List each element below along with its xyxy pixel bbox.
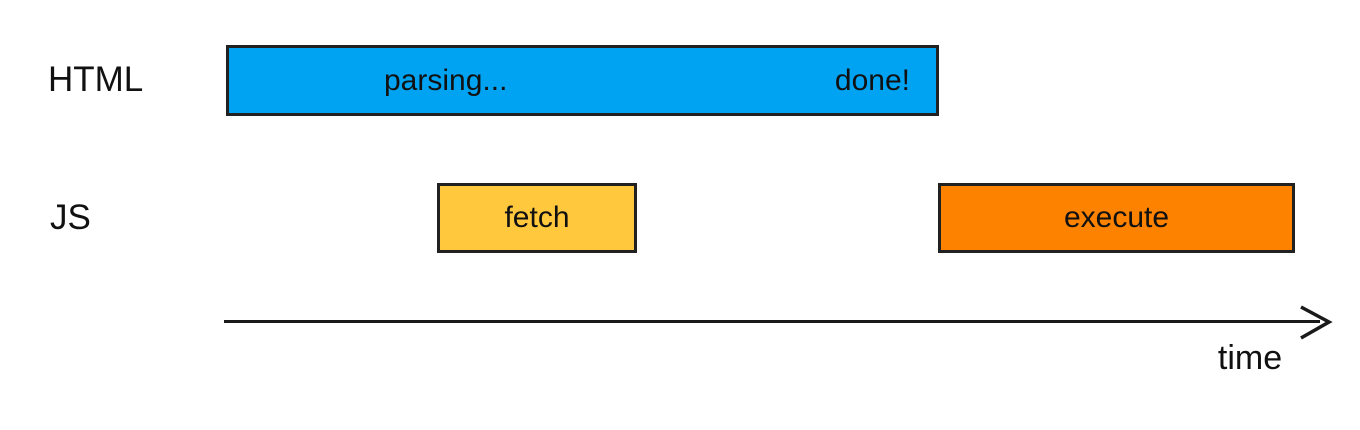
done-text: done! xyxy=(834,63,910,97)
fetch-text: fetch xyxy=(504,201,570,234)
execute-text: execute xyxy=(1063,201,1170,234)
html-parsing-bar: parsing... done! xyxy=(226,45,939,116)
time-axis-label: time xyxy=(1217,339,1283,377)
row-label-js: JS xyxy=(50,198,91,237)
js-fetch-bar: fetch xyxy=(437,183,637,253)
js-execute-bar: execute xyxy=(938,183,1295,253)
row-label-html: HTML xyxy=(48,60,144,99)
parsing-text: parsing... xyxy=(384,63,508,97)
